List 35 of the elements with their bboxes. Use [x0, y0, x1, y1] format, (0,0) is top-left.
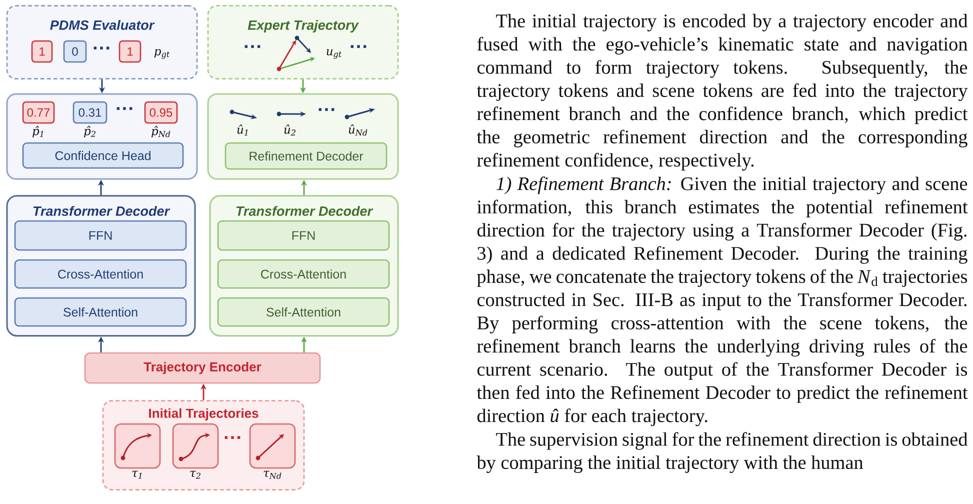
encoder-box: Trajectory Encoder	[84, 352, 321, 384]
layer-box: FFN	[14, 220, 187, 251]
layer-box: Self-Attention	[14, 297, 187, 327]
layer-box: Self-Attention	[217, 297, 390, 327]
value-box: 1	[118, 40, 142, 63]
math-label: u$_{gt}$	[326, 49, 342, 59]
layer-box: FFN	[217, 220, 390, 251]
value-box: 0	[63, 40, 87, 63]
ellipsis: ···	[116, 107, 132, 110]
paragraph: 1) Refinement Branch: Given the initial trajectory and scene information, this branch estimates the potential refinement direction for the trajectory using a Transformer Decoder (Fig. 3) and a dedicated Refinement Decoder. During the training phase, we concatenate the trajectory tokens of the N$_{d}$ trajectories constructed in Sec. III-B as input to the Transformer Decoder. By performing cross-attention with the scene tokens, the refinement branch learns the underlying driving rules of the current scenario. The output of the Transformer Decoder is then fed into the Refinement Decoder to predict the refinement direction û for each trajectory.	[476, 176, 968, 426]
layer-box: Cross-Attention	[14, 259, 187, 289]
math-label: p$_{gt}$	[154, 49, 170, 59]
score-box: 0.95	[144, 101, 178, 124]
module-box: Confidence Head	[22, 142, 184, 169]
ellipsis: ···	[350, 45, 366, 48]
ellipsis: ···	[224, 436, 240, 439]
score-box: 0.31	[72, 101, 108, 124]
math-label: τ$_{Nd}$	[264, 470, 282, 479]
ellipsis: ···	[94, 46, 110, 50]
math-label: p̂$_{Nd}$	[151, 126, 170, 138]
math-label: τ$_{2}$	[190, 470, 200, 479]
score-box: 0.77	[22, 101, 55, 124]
math-label: p̂$_{2}$	[84, 126, 96, 138]
ellipsis: ···	[318, 108, 334, 111]
module-box: Refinement Decoder	[224, 142, 388, 170]
layer-box: Cross-Attention	[217, 259, 390, 289]
trajectory-box	[114, 423, 161, 469]
ellipsis: ···	[244, 45, 260, 48]
value-box: 1	[31, 40, 53, 63]
math-label: p̂$_{1}$	[32, 126, 43, 138]
trajectory-box	[249, 423, 296, 469]
math-label: τ$_{1}$	[132, 470, 142, 479]
paragraph: The initial trajectory is encoded by a trajectory encoder and fused with the ego-vehicle’s kinematic state and navigation command to form trajectory tokens. Subsequently, the trajectory tokens and scene tokens are fed into the trajectory refinement branch and the confidence branch, which predict the geometric refinement direction and the corresponding refinement confidence, respectively.	[476, 14, 968, 171]
paragraph: The supervision signal for the refinement direction is obtained by comparing the initial trajectory with the human	[476, 432, 968, 473]
trajectory-box	[172, 423, 219, 469]
